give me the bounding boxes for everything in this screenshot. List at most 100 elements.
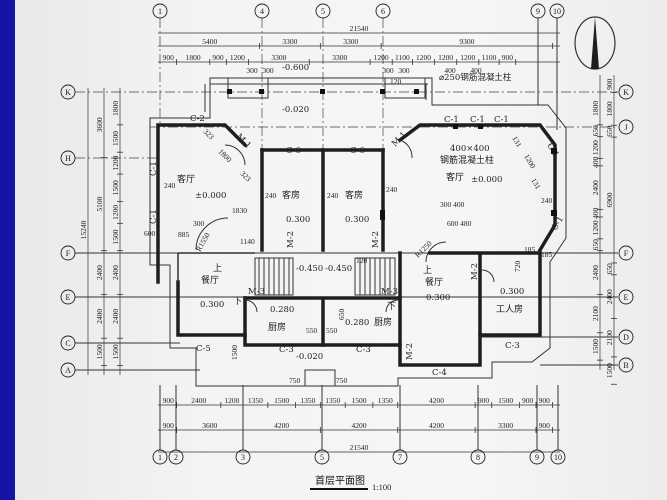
axis-label: 6	[381, 7, 385, 16]
axis-label: 9	[536, 7, 540, 16]
dim-label: 900	[539, 421, 551, 430]
axis-bubble-bottom: 1	[152, 449, 168, 465]
dim-label: 1800	[186, 53, 201, 62]
dim-label: 400	[591, 207, 600, 219]
dim-label: 2400	[191, 396, 206, 405]
elev-rear: -0.020	[296, 352, 323, 362]
dim-label: 240	[386, 185, 398, 194]
dim-label: 600	[144, 229, 156, 238]
room-guest-1: 客房	[282, 189, 300, 201]
axis-label: 5	[320, 453, 324, 462]
drawing-title: 首层平面图	[315, 474, 365, 487]
axis-bubble-left: C	[60, 335, 76, 351]
dim-label: 4200	[352, 421, 367, 430]
axis-bubble-right: K	[618, 84, 634, 100]
rear-steps	[304, 369, 336, 387]
axis-label: H	[65, 154, 71, 163]
dim-label: 120	[390, 77, 402, 86]
room-dining-right: 餐厅	[425, 276, 443, 288]
dim-label: 5400	[202, 37, 217, 46]
room-servant: 工人房	[496, 303, 523, 315]
dim-label: 750	[336, 376, 348, 385]
dim-label: 1200	[111, 205, 120, 220]
dim-label: 1830	[232, 206, 247, 215]
dim-label: 1500	[274, 396, 289, 405]
dim-label: 900	[163, 396, 175, 405]
dim-label: 1500	[352, 396, 367, 405]
dim-label: 1350	[300, 396, 315, 405]
dim-label: 900	[163, 421, 175, 430]
elev-terrace: -0.020	[282, 105, 309, 115]
elev-guest-1: 0.300	[286, 215, 310, 225]
porch-steps-left	[227, 77, 269, 99]
axis-bubble-bottom: 8	[470, 449, 486, 465]
dim-label: 1200	[591, 220, 600, 235]
dim-label: 1100	[482, 53, 497, 62]
room-kitchen-left: 厨房	[268, 321, 286, 333]
axis-label: E	[624, 293, 629, 302]
dim-label: 2400	[111, 309, 120, 324]
door-label: M-2	[371, 231, 381, 248]
axis-label: 1	[158, 453, 162, 462]
axis-circle	[235, 449, 251, 465]
opening-labels: C-2 M-1 C-6 C-6 M-1 C-1 C-1 C-1 C-1 C-1 …	[149, 114, 566, 378]
dim-label: 1350	[248, 396, 263, 405]
elev-porch: -0.600	[282, 63, 309, 73]
axis-bubble-right: E	[618, 289, 634, 305]
dim-label: 1800	[605, 101, 614, 116]
axis-bubble-top: 9	[530, 3, 546, 19]
dim-label: 1350	[325, 396, 340, 405]
axis-bubble-right: J	[618, 119, 634, 135]
dim-label: 4200	[429, 396, 444, 405]
axis-label: 10	[553, 7, 561, 16]
dim-label: 1200	[438, 53, 453, 62]
axis-circle	[470, 449, 486, 465]
window-label: C-3	[279, 345, 294, 355]
axis-bubble-right: B	[618, 357, 634, 373]
dim-label: 120	[356, 256, 368, 265]
elev-dining-left: 0.300	[200, 300, 224, 310]
room-dining-left: 餐厅	[201, 274, 219, 286]
dim-label: 4200	[429, 421, 444, 430]
dim-label: 3300	[271, 53, 286, 62]
door-label: M-2	[470, 263, 480, 280]
window-label: C-6	[350, 146, 365, 156]
axis-circle	[60, 289, 76, 305]
dim-label: 650	[591, 239, 600, 251]
axis-label: C	[65, 339, 70, 348]
axis-label: 1	[158, 7, 162, 16]
dim-label: 750	[289, 376, 301, 385]
elev-kitchen-left: 0.280	[270, 305, 294, 315]
dim-label: 900	[212, 53, 224, 62]
dim-label: 300	[246, 66, 258, 75]
room-kitchen-right: 厨房	[374, 316, 392, 328]
dim-label: 2400	[95, 265, 104, 280]
axis-label: 3	[241, 453, 245, 462]
axis-circle	[618, 289, 634, 305]
dim-label: 1100	[395, 53, 410, 62]
dim-label: 650	[605, 263, 614, 275]
dim-label: 1200	[111, 155, 120, 170]
axis-circle	[618, 329, 634, 345]
axis-label: 7	[398, 453, 402, 462]
dim-label: 300	[262, 66, 274, 75]
dim-label: 240	[541, 196, 553, 205]
dim-label: 323	[239, 169, 253, 183]
dim-label: 1500	[498, 396, 513, 405]
window-label: C-1	[444, 115, 459, 125]
elev-stair-right: -0.450	[325, 264, 352, 274]
window-label: C-1	[149, 161, 159, 176]
dim-label: 1200	[416, 53, 431, 62]
axis-circle	[315, 3, 331, 19]
dim-label: 240	[265, 191, 277, 200]
axis-label: 10	[554, 453, 562, 462]
dim-label: 900	[502, 53, 514, 62]
axis-bubble-left: E	[60, 289, 76, 305]
dim-label: 2400	[591, 265, 600, 280]
door-label: M-2	[405, 343, 415, 360]
dim-label: 1800	[217, 147, 234, 164]
axis-circle	[60, 84, 76, 100]
dimension-lines	[87, 32, 615, 453]
window-label: C-1	[550, 215, 566, 233]
